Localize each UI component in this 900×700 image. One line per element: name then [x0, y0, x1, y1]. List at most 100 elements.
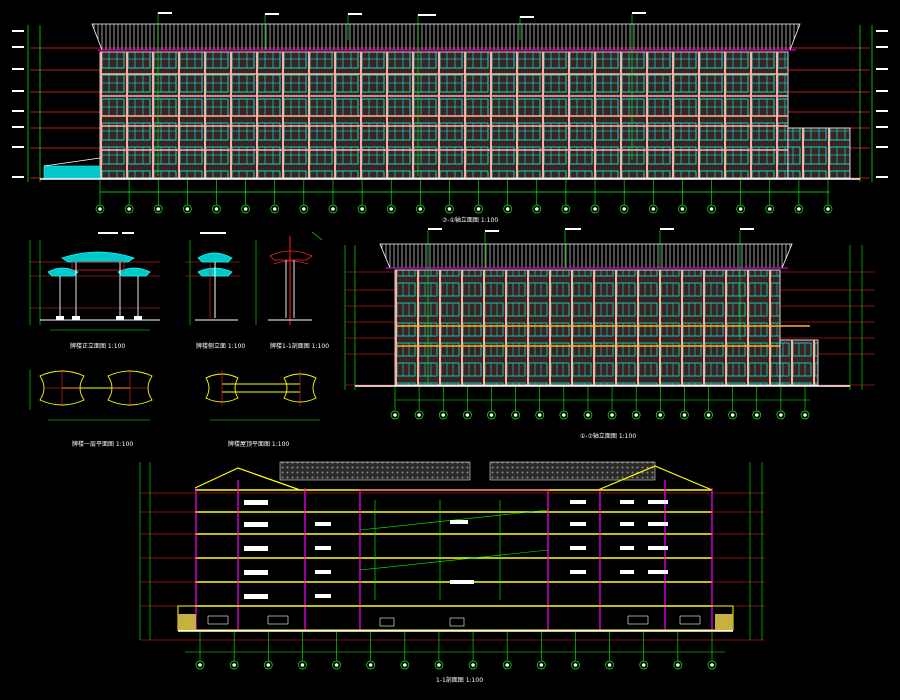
grid-axis-bubble-mark: [156, 207, 161, 211]
grid-axis-bubble: [415, 204, 425, 214]
grid-axis-bubble-mark: [706, 413, 711, 417]
middle-elevation-roof: [379, 243, 793, 269]
grid-axis-bubble: [445, 204, 454, 214]
grid-axis-bubble-mark: [710, 663, 714, 667]
grid-axis-bubble-mark: [185, 207, 190, 211]
grid-axis-bubble-mark: [754, 413, 759, 417]
grid-axis-bubble: [561, 204, 571, 214]
grid-axis-bubble: [241, 204, 250, 214]
grid-axis-bubble-mark: [214, 207, 219, 211]
grid-axis-bubble: [736, 204, 745, 214]
grid-axis-bubble-mark: [447, 207, 452, 211]
grid-axis-bubble-mark: [676, 663, 680, 667]
grid-axis-bubble: [794, 204, 804, 214]
grid-axis-bubble: [390, 410, 400, 420]
grid-axis-bubble: [583, 410, 593, 420]
gate-front-elevation: 牌楼正立面图 1:100: [29, 232, 160, 350]
grid-axis-bubble: [765, 204, 775, 214]
grid-axis-bubble-mark: [539, 663, 544, 667]
gate-side-title: 牌楼侧立面 1:100: [196, 342, 245, 350]
grid-axis-bubble: [631, 410, 641, 420]
grid-axis-bubble-mark: [334, 663, 339, 667]
top-elevation-grid-axes: [95, 180, 833, 214]
grid-axis-bubble-mark: [418, 207, 423, 211]
top-elevation-title: ⑦-①轴立面图 1:100: [442, 216, 498, 224]
grid-axis-bubble-mark: [198, 663, 202, 667]
grid-axis-bubble-mark: [505, 207, 510, 211]
grid-axis-bubble: [468, 660, 478, 670]
grid-axis-bubble: [648, 204, 658, 214]
section-roof-lattice-right: [489, 461, 656, 481]
grid-axis-bubble-mark: [535, 207, 539, 211]
gate-front-title: 牌楼正立面图 1:100: [70, 342, 125, 350]
grid-axis-bubble: [183, 204, 192, 214]
grid-axis-bubble-mark: [680, 207, 685, 211]
grid-axis-bubble-mark: [658, 413, 663, 417]
grid-axis-bubble-mark: [634, 413, 638, 417]
grid-axis-bubble: [153, 204, 163, 214]
gate-plan-1: 牌楼一层平面图 1:100: [29, 370, 153, 448]
grid-axis-bubble-mark: [476, 207, 481, 211]
grid-axis-bubble-mark: [607, 663, 612, 667]
grid-axis-bubble: [299, 204, 309, 214]
grid-axis-bubble: [414, 410, 424, 420]
grid-axis-bubble: [571, 660, 580, 670]
top-elevation-leader-tags: [158, 12, 646, 18]
grid-axis-bubble-mark: [360, 207, 364, 211]
grid-axis-bubble-mark: [441, 413, 446, 417]
top-elevation-entrance: [43, 165, 101, 179]
grid-axis-bubble-mark: [98, 207, 102, 211]
section-grid-axes: [195, 632, 717, 670]
grid-axis-bubble: [511, 410, 520, 420]
grid-axis-bubble: [678, 204, 687, 214]
grid-axis-bubble-mark: [562, 413, 566, 417]
middle-elevation-grid-axes: [390, 387, 810, 420]
section-walls: [195, 480, 713, 630]
grid-axis-bubble-mark: [403, 663, 407, 667]
grid-axis-bubble: [536, 660, 546, 670]
grid-axis-bubble: [328, 204, 338, 214]
section-roof-lattice-left: [279, 461, 471, 481]
top-elevation-level-marks: [12, 30, 888, 178]
grid-axis-bubble: [438, 410, 448, 420]
grid-axis-bubble-mark: [300, 663, 305, 667]
grid-axis-bubble: [655, 410, 665, 420]
top-elevation-dimension-chains: [27, 25, 873, 182]
grid-axis-bubble-mark: [682, 413, 687, 417]
grid-axis-bubble-mark: [417, 413, 421, 417]
grid-axis-bubble: [434, 660, 444, 670]
section-atrium: [359, 489, 549, 607]
grid-axis-bubble: [263, 660, 273, 670]
grid-axis-bubble-mark: [505, 663, 510, 667]
grid-axis-bubble-mark: [232, 663, 236, 667]
gate-side-elevation: 牌楼侧立面 1:100: [185, 232, 245, 350]
grid-axis-bubble-mark: [302, 207, 306, 211]
gate-plan-2: 牌楼屋顶平面图 1:100: [205, 370, 320, 448]
grid-axis-bubble: [707, 660, 717, 670]
grid-axis-bubble: [229, 660, 239, 670]
grid-axis-bubble: [704, 410, 713, 420]
grid-axis-bubble: [639, 660, 649, 670]
grid-axis-bubble: [607, 410, 617, 420]
section-floor-slabs: [195, 489, 712, 607]
grid-axis-bubble: [332, 660, 341, 670]
grid-axis-bubble-mark: [465, 413, 470, 417]
gate-section: 牌楼1-1剖面图 1:100: [255, 231, 329, 350]
grid-axis-bubble: [559, 410, 569, 420]
grid-axis-bubble: [463, 410, 472, 420]
grid-axis-bubble: [195, 660, 205, 670]
grid-axis-bubble-mark: [243, 207, 248, 211]
middle-elevation: ①-⑦轴立面图 1:100: [344, 228, 875, 440]
grid-axis-bubble: [619, 204, 629, 214]
grid-axis-bubble-mark: [709, 207, 714, 211]
section-title: 1-1剖面图 1:100: [436, 676, 483, 684]
grid-axis-bubble-mark: [127, 207, 131, 211]
grid-axis-bubble-mark: [651, 207, 656, 211]
grid-axis-bubble: [474, 204, 483, 214]
grid-axis-bubble-mark: [767, 207, 772, 211]
grid-axis-bubble: [502, 660, 512, 670]
grid-axis-bubble-mark: [393, 413, 397, 417]
grid-axis-bubble-mark: [779, 413, 783, 417]
grid-axis-bubble-mark: [610, 413, 614, 417]
grid-axis-bubble-mark: [826, 207, 830, 211]
